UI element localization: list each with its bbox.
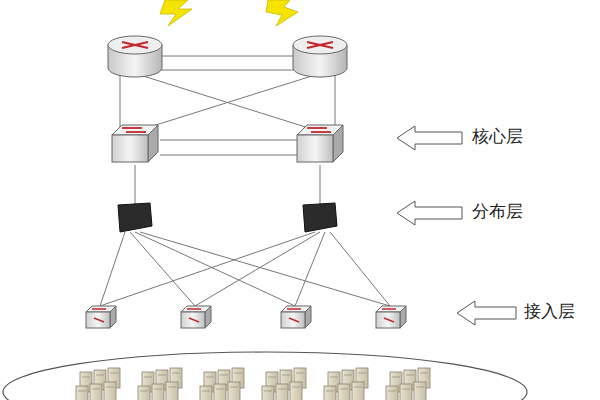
wan-link (266, 0, 298, 26)
router (108, 36, 162, 77)
network-links (100, 56, 390, 306)
router (293, 36, 347, 77)
layer-label: 核心层 (472, 126, 523, 146)
access-switch (376, 306, 406, 328)
distribution-switch (118, 203, 152, 232)
layer-label: 接入层 (524, 301, 575, 321)
layer-label: 分布层 (472, 201, 523, 221)
distribution-switch (303, 203, 337, 232)
access-switch (181, 306, 211, 328)
access-switch (86, 306, 116, 328)
layer-pointer (397, 126, 516, 325)
core-switch (297, 125, 343, 162)
access-switch (281, 306, 311, 328)
core-switch (112, 125, 158, 162)
server-farm (76, 368, 430, 400)
server-zone (3, 352, 527, 400)
wan-link (160, 0, 192, 26)
access-switches (86, 306, 406, 328)
